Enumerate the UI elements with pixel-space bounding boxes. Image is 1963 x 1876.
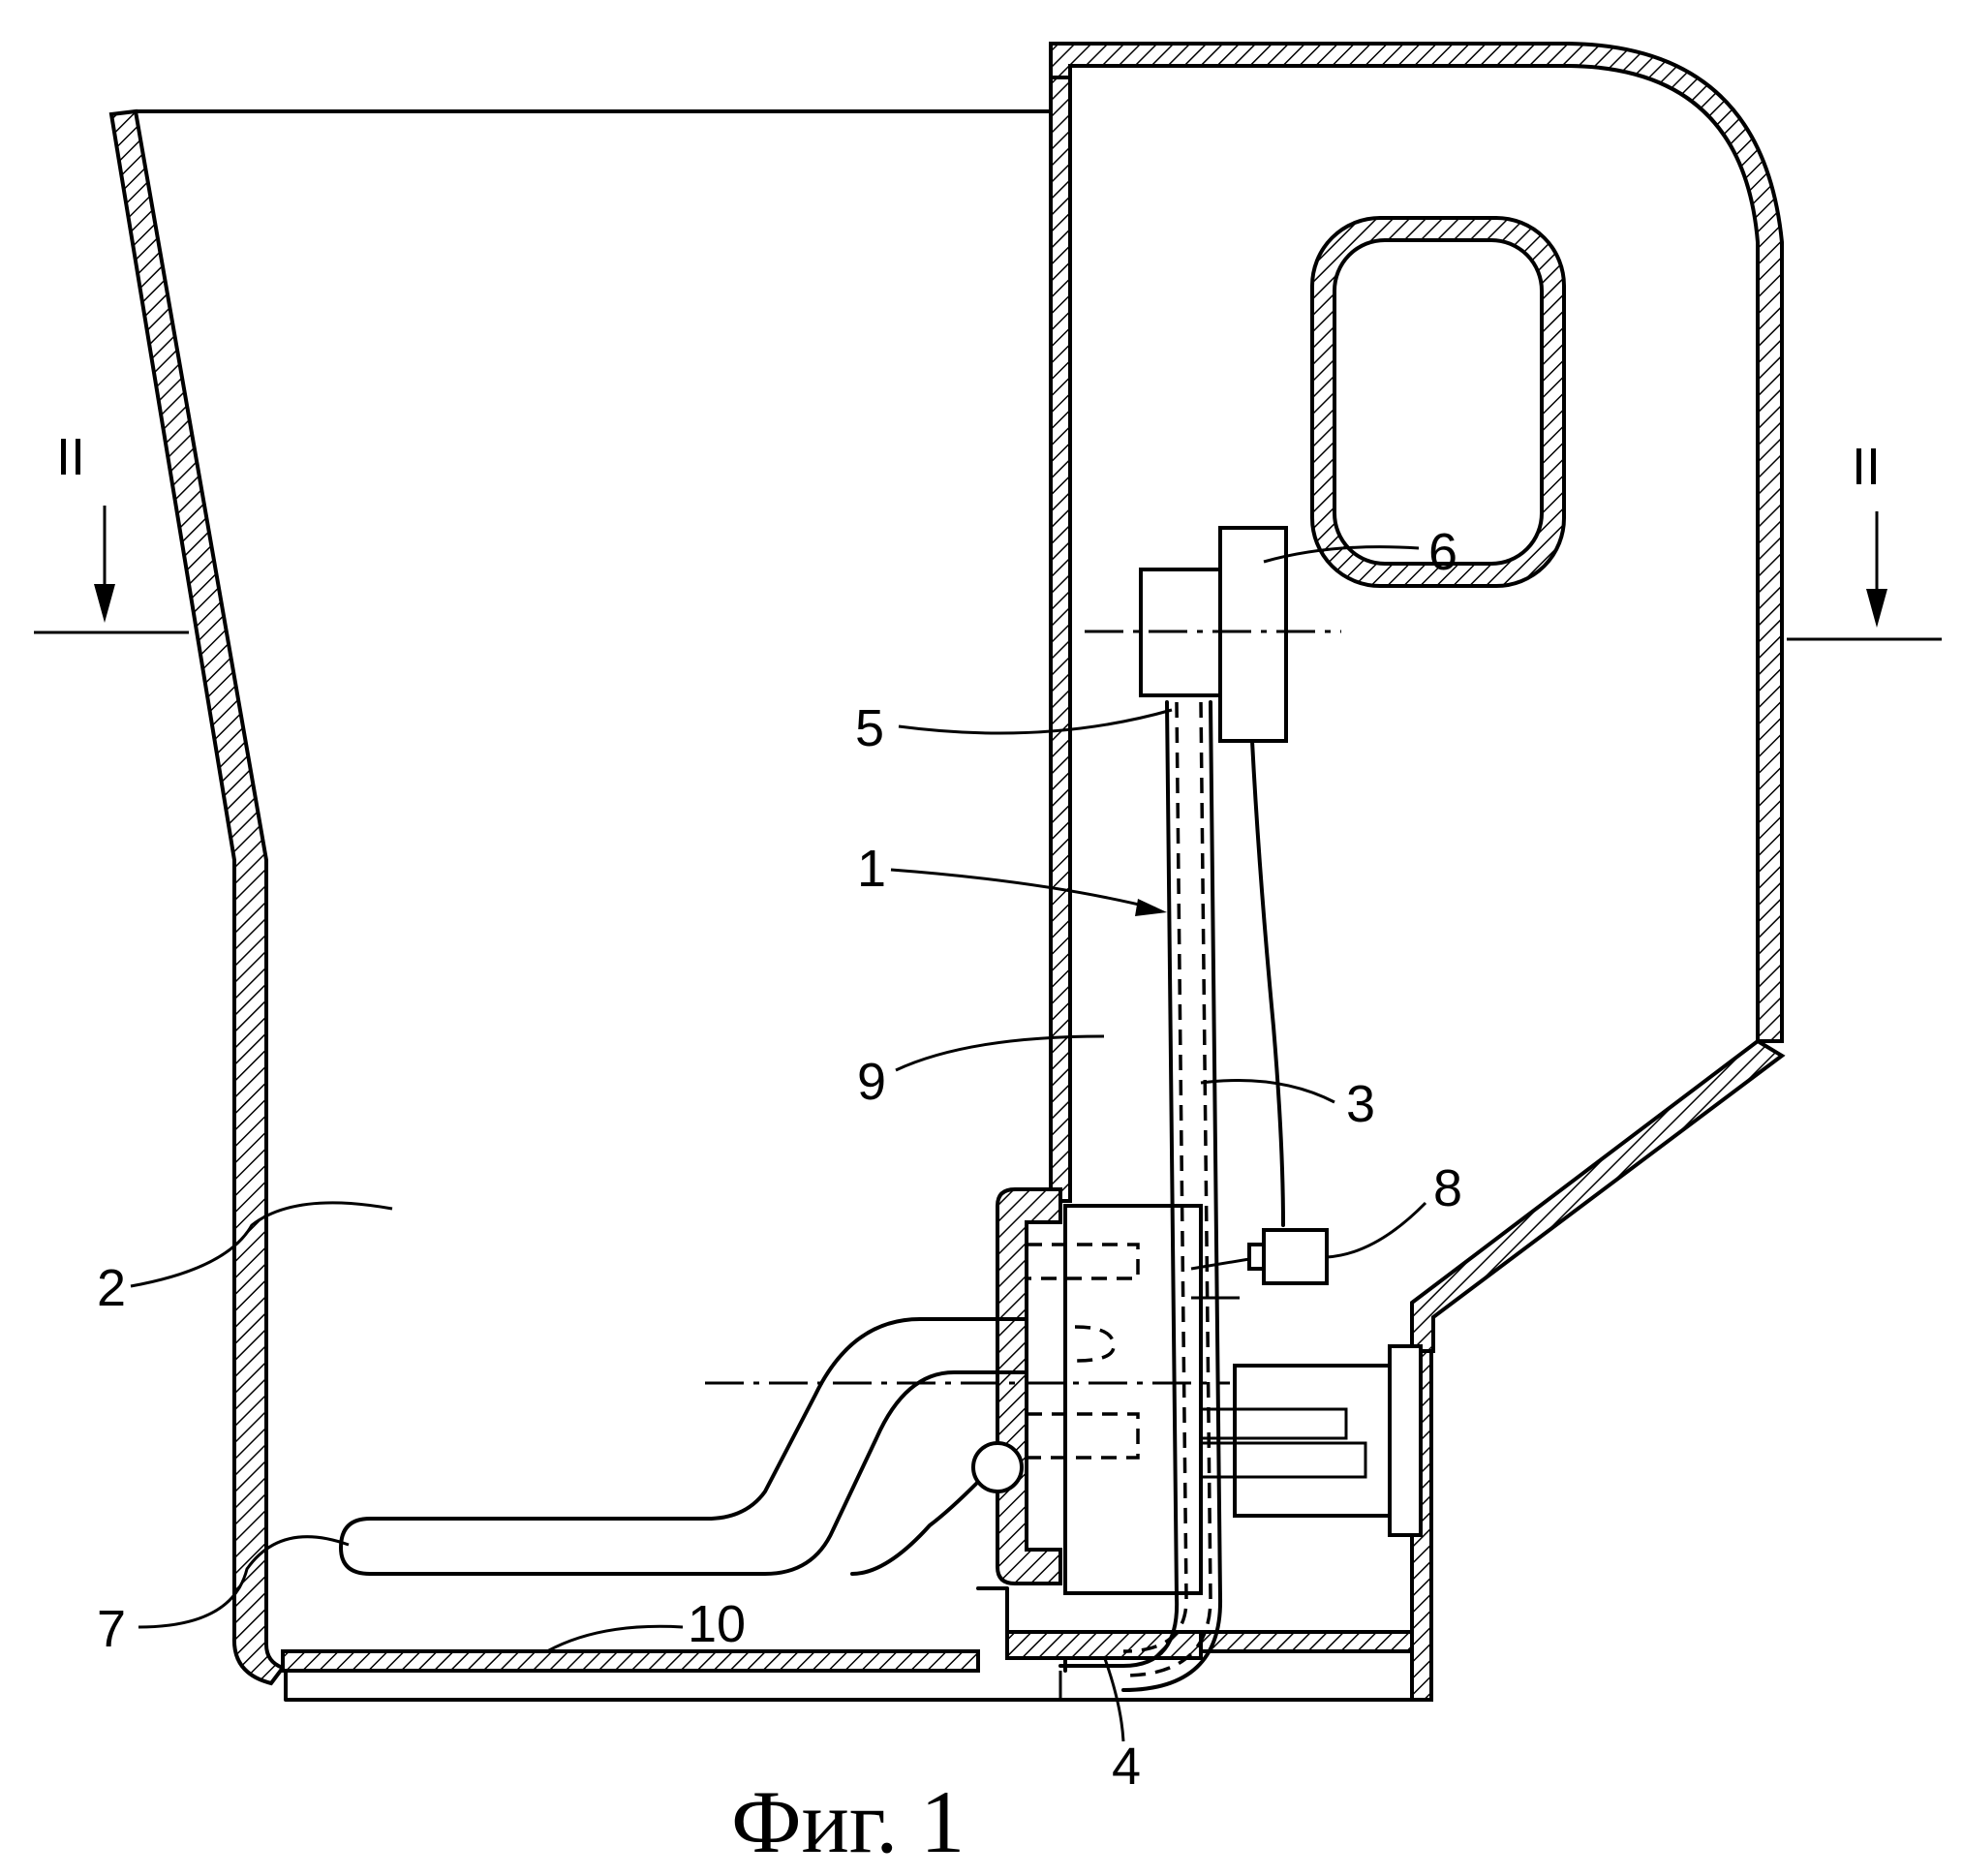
label-10: 10 [688, 1595, 746, 1653]
section-marker-left: II [56, 428, 115, 623]
base-seal [1005, 1630, 1203, 1660]
section-marker-right: II [1852, 438, 1887, 628]
tank-divider-wall [1049, 76, 1072, 1203]
label-8: 8 [1433, 1159, 1462, 1217]
housing [1049, 42, 1786, 1702]
inlet-tube-lower [368, 1370, 1028, 1576]
tank-left-wall [108, 108, 287, 1686]
valve-hidden-lower [1027, 1412, 1140, 1460]
switch-link [1190, 1257, 1250, 1300]
arrow-down-icon [94, 584, 115, 623]
inlet-tube-upper [339, 1317, 1028, 1576]
label-2: 2 [97, 1259, 126, 1317]
figure-caption: Фиг. 1 [731, 1772, 965, 1871]
handle-opening-inner [1333, 238, 1544, 566]
sensor-housing [1218, 526, 1288, 743]
heater-core-left [1122, 701, 1188, 1653]
label-7: 7 [97, 1600, 126, 1658]
label-5: 5 [855, 699, 884, 757]
section-mark-right-text: II [1852, 438, 1881, 496]
tank-bottom-wall [281, 1649, 980, 1673]
label-3: 3 [1346, 1075, 1375, 1133]
heater-tube-outer-right [1121, 700, 1223, 1692]
connector-flange [1388, 1344, 1423, 1537]
heater-tube-outer [1058, 700, 1180, 1668]
inlet-branch [850, 1480, 980, 1576]
label-4: 4 [1112, 1738, 1141, 1796]
inlet-tube [339, 1317, 1028, 1576]
valve-cap [996, 1187, 1062, 1585]
tank-base-plate [284, 1669, 1430, 1702]
label-1: 1 [857, 840, 886, 898]
housing-slant-wall [1410, 1038, 1786, 1353]
valve-hidden-upper [1027, 1243, 1140, 1280]
section-mark-left-text: II [56, 428, 85, 486]
heater-core-right [1122, 701, 1212, 1677]
float-ball [971, 1441, 1024, 1493]
switch-body [1262, 1228, 1329, 1285]
valve-housing [976, 1187, 1203, 1673]
connector-pin-upper [1186, 1407, 1348, 1440]
switch-contact [1247, 1243, 1266, 1271]
label-6: 6 [1428, 523, 1457, 581]
housing-floor [1199, 1630, 1414, 1653]
valve-body [1063, 1204, 1203, 1595]
switch [1190, 1228, 1329, 1300]
sensor-wire [1250, 739, 1285, 1227]
water-tank [108, 76, 1430, 1702]
arrow-down-icon [1866, 589, 1887, 628]
heating-element [1058, 700, 1223, 1692]
connector [1186, 1344, 1423, 1537]
arrow-head-icon [1135, 899, 1167, 916]
connector-pin-lower [1196, 1441, 1367, 1479]
connector-body [1233, 1364, 1392, 1518]
reference-labels: 6 5 1 9 3 8 2 7 10 4 [97, 523, 1462, 1796]
label-9: 9 [857, 1053, 886, 1111]
housing-top-wall [1049, 42, 1784, 1043]
